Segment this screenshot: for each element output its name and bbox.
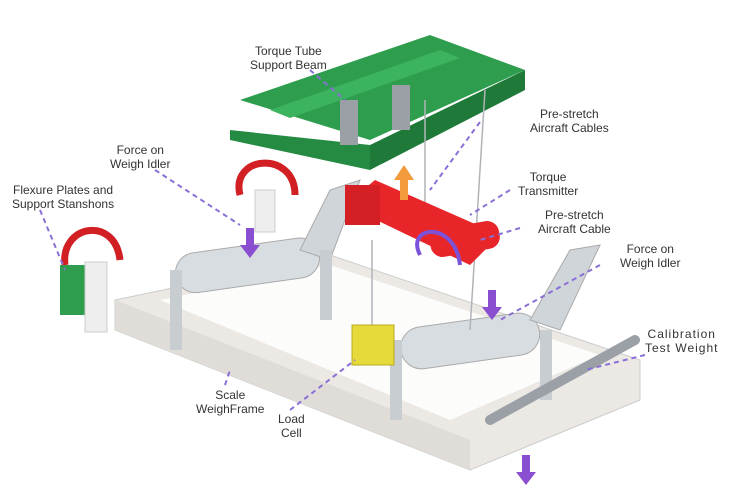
weigh-idler-left: [170, 179, 361, 350]
label-line: Calibration: [647, 327, 716, 341]
label-line: Weigh Idler: [110, 157, 171, 171]
label-line: Cell: [281, 426, 302, 440]
leader-lines: [39, 69, 646, 411]
rotation-arrow-icon: [61, 227, 124, 266]
label-line: Weigh Idler: [620, 256, 681, 270]
torque-transmitter: [345, 180, 500, 265]
label-line: Transmitter: [518, 184, 579, 198]
down-arrow-icon: [240, 228, 260, 258]
label-line: Scale: [215, 388, 246, 402]
label-line: Aircraft Cables: [530, 121, 609, 135]
force-arrows: [240, 228, 536, 485]
label-line: Test Weight: [645, 341, 719, 355]
label-line: WeighFrame: [196, 402, 265, 416]
rotation-arrow-icon: [235, 159, 299, 196]
weigh-idler-right: [390, 244, 601, 420]
flexure-plates: [60, 189, 276, 333]
label-line: Flexure Plates and: [13, 183, 114, 197]
rotation-arrow-icon: [415, 229, 462, 266]
label-line: Pre-stretch: [545, 208, 604, 222]
label-line: Force on: [626, 242, 674, 256]
down-arrow-icon: [482, 290, 502, 320]
calibration-test-weight: [485, 335, 640, 425]
down-arrow-icon: [516, 455, 536, 485]
load-cell: [351, 324, 395, 366]
label-line: Load: [278, 412, 305, 426]
label-line: Pre-stretch: [540, 107, 599, 121]
label-line: Torque: [529, 170, 567, 184]
label-line: Support Stanshons: [12, 197, 115, 211]
torque-tube-support-beam: [230, 35, 525, 170]
label-line: Force on: [116, 143, 164, 157]
label-line: Aircraft Cable: [538, 222, 611, 236]
label-line: Support Beam: [250, 58, 327, 72]
label-line: Torque Tube: [255, 44, 322, 58]
up-arrow-icon: [394, 165, 414, 200]
